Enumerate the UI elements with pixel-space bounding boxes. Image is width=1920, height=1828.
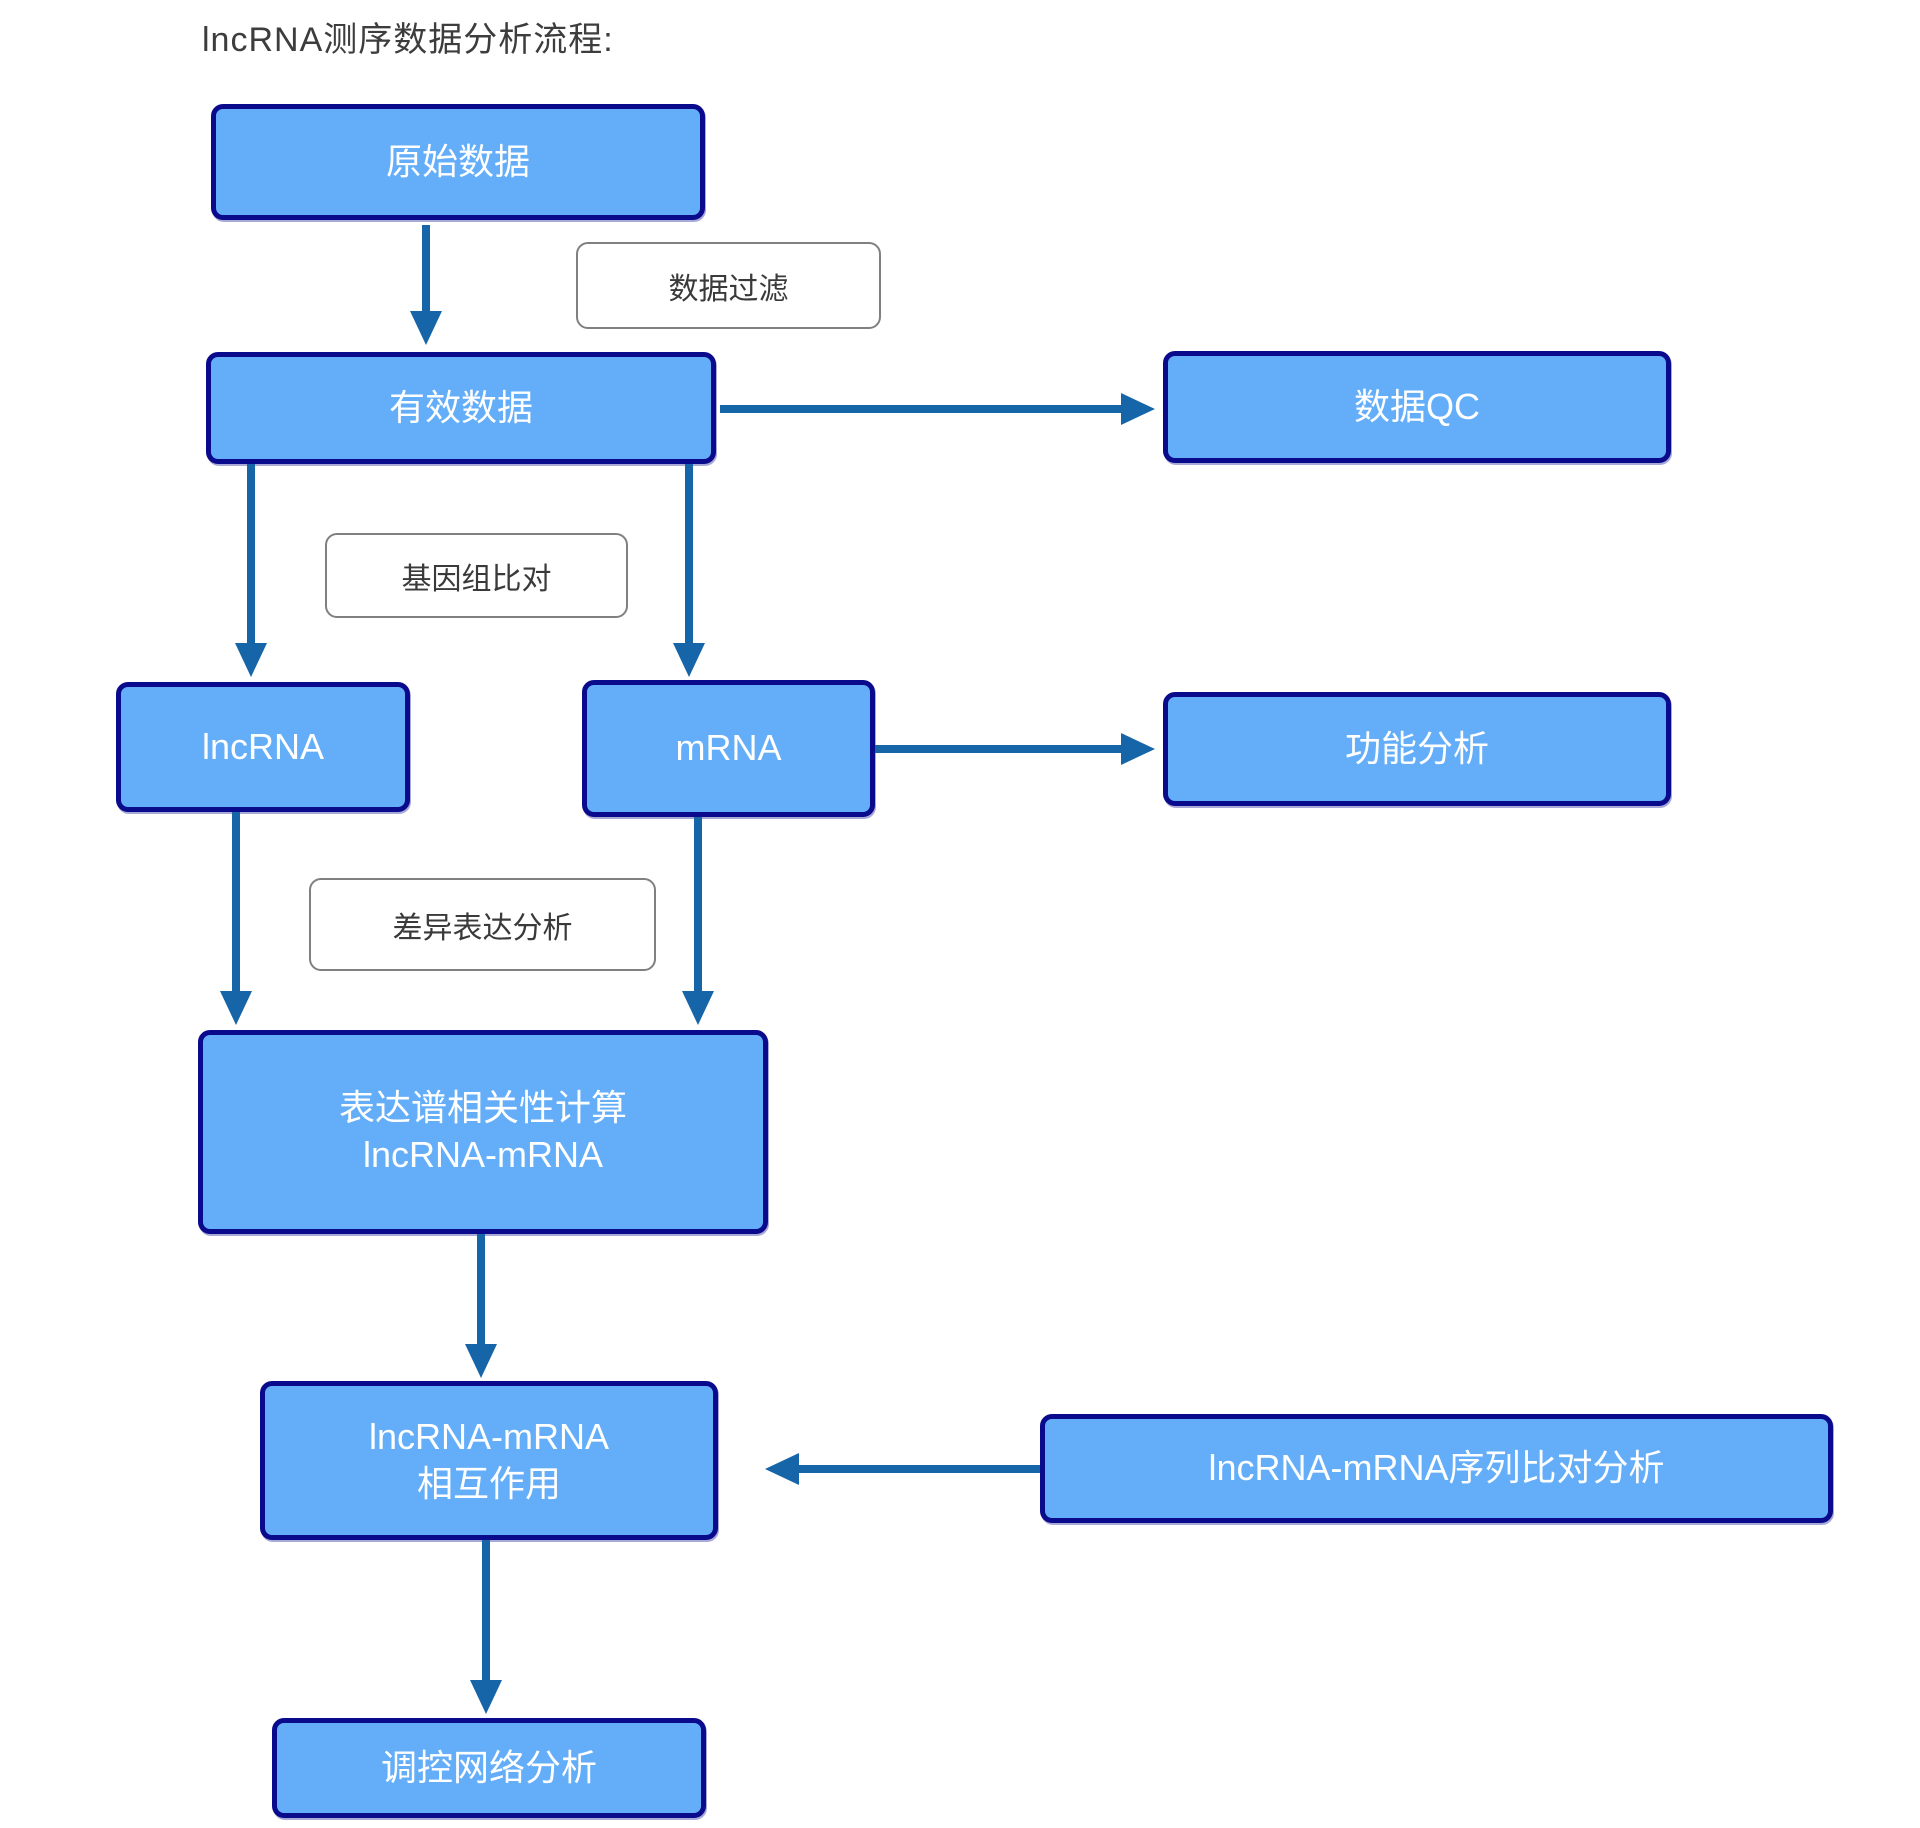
node-seq-align-label: lncRNA-mRNA序列比对分析 [1208, 1447, 1665, 1489]
arrow-valid-to-lncrna-shaft [247, 464, 255, 643]
node-interaction-line1: lncRNA-mRNA [368, 1415, 609, 1457]
arrow-interaction-to-network-shaft [482, 1540, 490, 1680]
edge-label-diff-expr-text: 差异表达分析 [392, 911, 573, 945]
node-network: 调控网络分析 [272, 1718, 706, 1818]
node-func-analysis-label: 功能分析 [1344, 727, 1489, 769]
node-lncrna-label: lncRNA [201, 725, 325, 767]
arrow-raw-to-valid-head [410, 311, 442, 345]
node-seq-align: lncRNA-mRNA序列比对分析 [1040, 1414, 1833, 1523]
arrow-mrna-to-corr-head [682, 991, 714, 1025]
node-func-analysis: 功能分析 [1163, 692, 1671, 806]
node-raw-data-label: 原始数据 [385, 140, 530, 182]
edge-label-genome-align-text: 基因组比对 [401, 562, 552, 596]
arrow-valid-to-mrna-shaft [685, 464, 693, 643]
node-interaction-line2: 相互作用 [416, 1462, 561, 1504]
arrow-interaction-to-network-head [470, 1680, 502, 1714]
node-mrna-label: mRNA [675, 727, 782, 769]
node-lncrna: lncRNA [116, 682, 410, 812]
node-corr-calc: 表达谱相关性计算 lncRNA-mRNA [198, 1030, 768, 1234]
arrow-lncrna-to-corr-shaft [232, 812, 240, 991]
arrow-mrna-to-func-shaft [875, 745, 1121, 753]
node-data-qc-label: 数据QC [1353, 385, 1480, 427]
arrow-valid-to-mrna-head [673, 643, 705, 677]
arrow-mrna-to-func-head [1121, 733, 1155, 765]
arrow-raw-to-valid-shaft [422, 225, 430, 311]
node-mrna: mRNA [582, 680, 875, 817]
arrow-seqalign-to-interaction-shaft [799, 1465, 1040, 1473]
node-network-label: 调控网络分析 [380, 1746, 597, 1788]
node-corr-calc-line2: lncRNA-mRNA [362, 1134, 603, 1175]
arrow-corr-to-interaction-shaft [477, 1234, 485, 1344]
arrow-mrna-to-corr-shaft [694, 817, 702, 991]
edge-label-filter-text: 数据过滤 [668, 272, 789, 306]
node-corr-calc-line1: 表达谱相关性计算 [338, 1087, 627, 1129]
node-valid-data: 有效数据 [206, 352, 716, 464]
arrow-valid-to-qc-shaft [720, 405, 1121, 413]
node-interaction: lncRNA-mRNA 相互作用 [260, 1381, 718, 1540]
node-valid-data-label: 有效数据 [388, 386, 533, 428]
arrow-corr-to-interaction-head [465, 1344, 497, 1378]
arrow-valid-to-lncrna-head [235, 643, 267, 677]
arrow-lncrna-to-corr-head [220, 991, 252, 1025]
page-title: lncRNA测序数据分析流程: [202, 21, 614, 59]
edge-label-diff-expr: 差异表达分析 [309, 878, 656, 971]
edge-label-filter: 数据过滤 [576, 242, 881, 329]
arrow-valid-to-qc-head [1121, 393, 1155, 425]
edge-label-genome-align: 基因组比对 [325, 533, 628, 618]
arrow-seqalign-to-interaction-head [765, 1453, 799, 1485]
node-data-qc: 数据QC [1163, 351, 1671, 463]
node-raw-data: 原始数据 [211, 104, 705, 220]
